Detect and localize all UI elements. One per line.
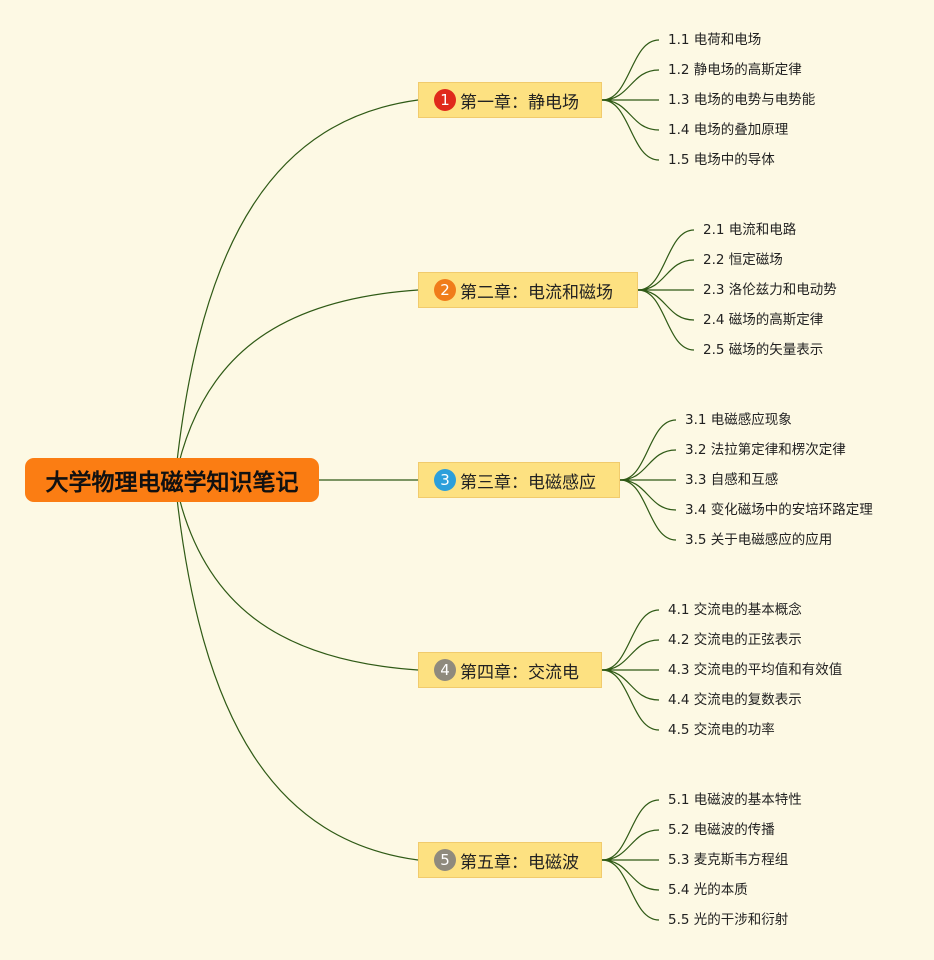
topic-item[interactable]: 3.4 变化磁场中的安培环路定理 [685,502,873,518]
topic-connector [601,69,660,101]
topic-connector [637,289,695,321]
topic-connector [601,99,660,131]
chapter-label: 第三章：电磁感应 [460,472,596,493]
chapter-label: 第四章：交流电 [460,662,579,683]
topic-item[interactable]: 5.2 电磁波的传播 [668,822,775,838]
topic-connector [601,609,660,671]
topic-item[interactable]: 1.4 电场的叠加原理 [668,122,789,138]
topic-item[interactable]: 5.3 麦克斯韦方程组 [668,852,789,868]
topic-item[interactable]: 5.5 光的干涉和衍射 [668,912,789,928]
root-connector [174,289,419,481]
topic-connector [601,669,660,701]
topic-item[interactable]: 2.5 磁场的矢量表示 [703,342,824,358]
topic-connector [619,479,677,511]
topic-connector [601,799,660,861]
chapter-number-badge: 5 [434,849,456,871]
chapter-number-badge: 4 [434,659,456,681]
topic-item[interactable]: 5.4 光的本质 [668,882,748,898]
topic-connector [619,419,677,481]
topic-item[interactable]: 2.2 恒定磁场 [703,252,783,268]
topic-connector [601,669,660,731]
topic-item[interactable]: 3.2 法拉第定律和楞次定律 [685,442,846,458]
topic-item[interactable]: 1.2 静电场的高斯定律 [668,62,802,78]
chapter-number-badge: 1 [434,89,456,111]
topic-connector [637,229,695,291]
topic-item[interactable]: 2.1 电流和电路 [703,222,797,238]
topic-item[interactable]: 4.4 交流电的复数表示 [668,692,802,708]
topic-item[interactable]: 1.1 电荷和电场 [668,32,762,48]
topic-item[interactable]: 2.4 磁场的高斯定律 [703,312,824,328]
topic-connector [601,829,660,861]
topic-item[interactable]: 4.3 交流电的平均值和有效值 [668,662,843,678]
topic-connector [601,99,660,161]
topic-item[interactable]: 4.1 交流电的基本概念 [668,602,802,618]
topic-connector [637,289,695,351]
topic-item[interactable]: 5.1 电磁波的基本特性 [668,792,802,808]
root-connector [174,479,419,671]
topic-connector [637,259,695,291]
chapter-label: 第二章：电流和磁场 [460,282,613,303]
topic-connector [601,639,660,671]
topic-connector [601,859,660,891]
topic-connector [601,39,660,101]
topic-connector [619,449,677,481]
root-connector [174,479,419,861]
topic-item[interactable]: 2.3 洛伦兹力和电动势 [703,282,837,298]
topic-item[interactable]: 4.2 交流电的正弦表示 [668,632,802,648]
chapter-number-badge: 2 [434,279,456,301]
topic-item[interactable]: 1.3 电场的电势与电势能 [668,92,816,108]
topic-connector [601,859,660,921]
topic-item[interactable]: 1.5 电场中的导体 [668,152,775,168]
root-connector [174,99,419,481]
topic-item[interactable]: 4.5 交流电的功率 [668,722,775,738]
chapter-label: 第一章：静电场 [460,92,579,113]
topic-connector [619,479,677,541]
root-node[interactable]: 大学物理电磁学知识笔记 [25,458,319,502]
topic-item[interactable]: 3.1 电磁感应现象 [685,412,792,428]
topic-item[interactable]: 3.5 关于电磁感应的应用 [685,532,833,548]
chapter-label: 第五章：电磁波 [460,852,579,873]
chapter-number-badge: 3 [434,469,456,491]
topic-item[interactable]: 3.3 自感和互感 [685,472,779,488]
